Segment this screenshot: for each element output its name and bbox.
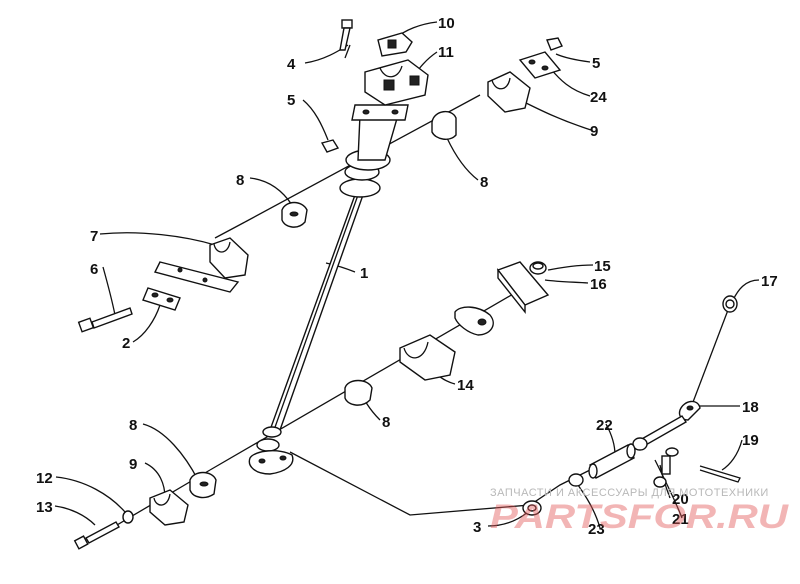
sleeve-22 bbox=[588, 443, 636, 479]
nut-5-left bbox=[320, 139, 340, 153]
callout-8-bottom: 8 bbox=[129, 417, 137, 434]
ball-joint-17 bbox=[722, 295, 738, 313]
callout-8-upper-left: 8 bbox=[236, 172, 244, 189]
watermark-caption: ЗАПЧАСТИ И АКСЕССУАРЫ ДЛЯ МОТОТЕХНИКИ bbox=[490, 487, 769, 499]
upper-bearing-block bbox=[487, 71, 531, 113]
tie-rod-end-18 bbox=[632, 400, 701, 451]
callout-labels: 1 2 3 4 5 5 6 7 8 8 8 8 9 9 10 11 12 13 … bbox=[36, 15, 778, 538]
callout-16: 16 bbox=[590, 276, 607, 293]
bolt-axis-line bbox=[344, 44, 351, 59]
plate-16 bbox=[496, 261, 550, 315]
bearing-block-7 bbox=[209, 237, 249, 279]
cotter-pin-19 bbox=[699, 465, 741, 483]
callout-21: 21 bbox=[672, 511, 689, 528]
watermark: ЗАПЧАСТИ И АКСЕССУАРЫ ДЛЯ МОТОТЕХНИКИ PA… bbox=[490, 487, 790, 536]
callout-17: 17 bbox=[761, 273, 778, 290]
callout-7: 7 bbox=[90, 228, 98, 245]
clamp-cap bbox=[377, 32, 413, 57]
callout-23: 23 bbox=[588, 521, 605, 538]
plate-2 bbox=[142, 287, 181, 311]
bolt-4 bbox=[339, 19, 353, 51]
callout-13: 13 bbox=[36, 499, 53, 516]
handlebar-clamp bbox=[364, 59, 429, 106]
nut-15 bbox=[529, 261, 547, 275]
leader-lines bbox=[54, 21, 760, 529]
handlebar-mount-cone bbox=[357, 114, 399, 161]
shim-plate bbox=[153, 261, 240, 293]
callout-8-lower: 8 bbox=[382, 414, 390, 431]
callout-2: 2 bbox=[122, 335, 130, 352]
assembly-lines bbox=[99, 44, 729, 536]
bushing-8-upper bbox=[431, 111, 457, 140]
bushing-8-left bbox=[281, 201, 308, 228]
watermark-brand: PARTSFOR.RU bbox=[490, 498, 790, 536]
callout-5-right: 5 bbox=[592, 55, 600, 72]
nut-21 bbox=[653, 476, 667, 488]
callout-22: 22 bbox=[596, 417, 613, 434]
callout-19: 19 bbox=[742, 432, 759, 449]
bushing-8-bottom bbox=[189, 471, 217, 499]
callout-11: 11 bbox=[438, 44, 454, 61]
part-3 bbox=[522, 500, 542, 516]
callout-8-upper-right: 8 bbox=[480, 174, 488, 191]
bolt-6 bbox=[77, 307, 133, 333]
callout-5-left: 5 bbox=[287, 92, 295, 109]
nut-5-right bbox=[546, 37, 563, 51]
callout-24: 24 bbox=[590, 89, 607, 106]
callout-3: 3 bbox=[473, 519, 481, 536]
steering-arm bbox=[248, 450, 294, 475]
callout-4: 4 bbox=[287, 56, 296, 73]
tie-rod-line bbox=[689, 309, 729, 411]
callout-10: 10 bbox=[438, 15, 455, 32]
lower-bearing-block bbox=[399, 334, 456, 381]
steering-post bbox=[248, 104, 409, 475]
callout-6: 6 bbox=[90, 261, 98, 278]
bearing-block-9-lower bbox=[149, 489, 189, 526]
callout-18: 18 bbox=[742, 399, 759, 416]
handlebar-mount-plate bbox=[351, 104, 409, 121]
callout-9-lower: 9 bbox=[129, 456, 137, 473]
bolt-13 bbox=[73, 521, 120, 550]
callout-14: 14 bbox=[457, 377, 474, 394]
upper-axis-line-left bbox=[214, 221, 246, 239]
nut-23 bbox=[568, 473, 584, 487]
bracket-plate bbox=[454, 306, 494, 336]
callout-9-upper: 9 bbox=[590, 123, 598, 140]
callout-1: 1 bbox=[360, 265, 368, 282]
plate-24 bbox=[518, 51, 562, 79]
bushing-8-lower bbox=[344, 379, 373, 406]
bolt-20 bbox=[661, 447, 679, 475]
callout-12: 12 bbox=[36, 470, 53, 487]
callout-20: 20 bbox=[672, 491, 689, 508]
callout-15: 15 bbox=[594, 258, 611, 275]
washer-12 bbox=[122, 510, 134, 524]
